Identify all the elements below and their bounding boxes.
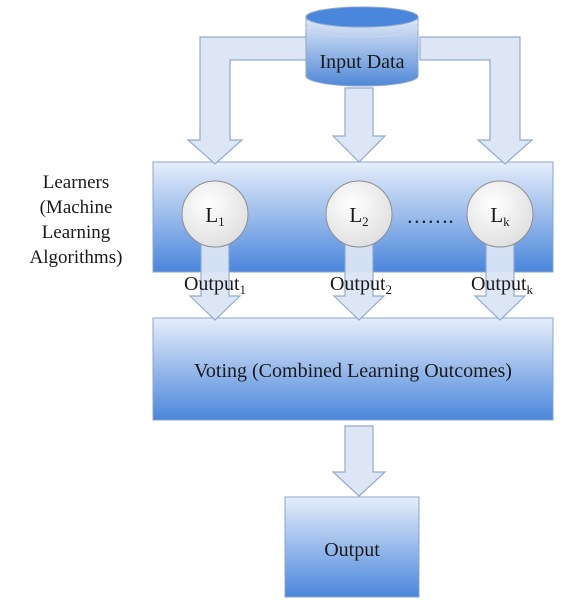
svg-text:Lk: Lk [490,203,510,229]
output-label-1: Output1 [184,273,246,297]
final-output-label: Output [324,539,380,561]
learner-node-k: Lk [466,180,534,248]
svg-text:L1: L1 [205,203,224,229]
learner-k-sub: k [503,214,510,229]
learners-label-line-1: Learners [42,172,110,193]
learners-group-label: Learners (Machine Learning Algorithms) [6,170,146,270]
final-output-box [284,496,420,598]
learner-1-base: L [205,203,218,227]
output-label-k: Outputk [471,273,534,297]
learners-label-line-4: Algorithms) [29,247,123,268]
voting-box [152,317,554,421]
output-label-2: Output2 [330,273,392,297]
learner-node-2: L2 [325,180,393,248]
voting-label: Voting (Combined Learning Outcomes) [194,360,512,382]
input-data-database-icon [305,6,419,87]
learners-ellipsis: ……. [406,204,453,228]
learners-label-line-3: Learning [41,222,111,243]
arrow-voting-to-output [331,425,387,497]
arrow-input-to-l1 [186,36,313,165]
learner-1-sub: 1 [218,214,225,229]
arrow-input-to-lk [419,36,534,165]
learner-node-1: L1 [181,180,249,248]
input-data-label: Input Data [320,51,405,73]
learners-label-line-2: (Machine [39,197,113,218]
arrow-input-to-l2 [331,87,387,163]
learner-2-sub: 2 [362,214,369,229]
learner-2-base: L [349,203,362,227]
svg-text:L2: L2 [349,203,368,229]
learner-k-base: L [490,203,503,227]
